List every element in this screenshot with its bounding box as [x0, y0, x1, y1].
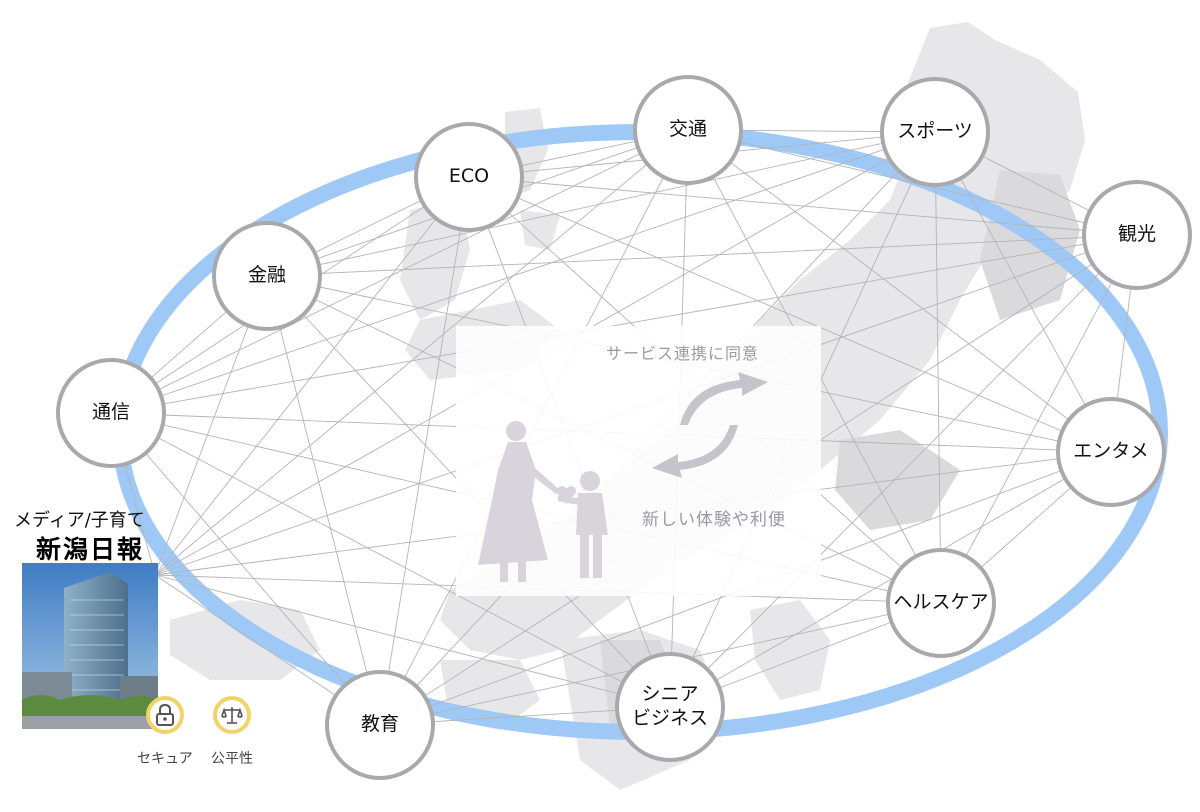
connector-line	[379, 176, 470, 726]
exchange-arrows-icon	[652, 372, 768, 478]
building-photo	[22, 563, 158, 729]
connector-line	[110, 412, 671, 708]
media-label: メディア/子育て	[14, 510, 145, 531]
connector-line	[934, 131, 1112, 453]
benefit-text: 新しい体験や利便	[642, 510, 786, 530]
node-tsuushin[interactable]: 通信	[56, 358, 166, 468]
connector-line	[687, 129, 1112, 453]
node-eco[interactable]: ECO	[414, 122, 524, 232]
connector-line	[940, 234, 1138, 604]
center-illustration	[456, 326, 821, 596]
fairness-label: 公平性	[211, 751, 253, 767]
connector-line	[110, 412, 381, 726]
security-badge	[146, 696, 184, 734]
security-label: セキュア	[137, 751, 193, 767]
heart-icon	[557, 486, 576, 504]
consent-text: サービス連携に同意	[606, 344, 760, 363]
connector-line	[154, 176, 470, 576]
connector-line	[468, 176, 1138, 236]
building-photo-art	[22, 563, 158, 729]
fairness-badge	[213, 696, 251, 734]
connector-line	[110, 129, 689, 414]
node-entame[interactable]: エンタメ	[1056, 397, 1166, 507]
connector-line	[934, 131, 942, 604]
node-health[interactable]: ヘルスケア	[886, 548, 996, 658]
node-kankou[interactable]: 観光	[1082, 180, 1192, 290]
node-senior[interactable]: シニア ビジネス	[615, 652, 725, 762]
mother-silhouette	[478, 421, 560, 582]
connector-line	[468, 176, 1112, 453]
scales-icon	[221, 707, 243, 724]
connector-line	[266, 275, 381, 726]
connector-line	[669, 234, 1138, 708]
node-koutsuu[interactable]: 交通	[633, 75, 743, 185]
connector-line	[154, 129, 689, 576]
node-kyouiku[interactable]: 教育	[325, 670, 435, 780]
node-kinyuu[interactable]: 金融	[212, 221, 322, 331]
niigata-nippo-logo: 新潟日報	[36, 535, 145, 564]
node-sports[interactable]: スポーツ	[880, 77, 990, 187]
connector-line	[266, 131, 936, 277]
connector-line	[110, 234, 1138, 414]
connector-line	[266, 234, 1138, 277]
lock-icon	[156, 704, 174, 726]
connector-line	[110, 131, 936, 414]
connector-line	[154, 574, 671, 708]
